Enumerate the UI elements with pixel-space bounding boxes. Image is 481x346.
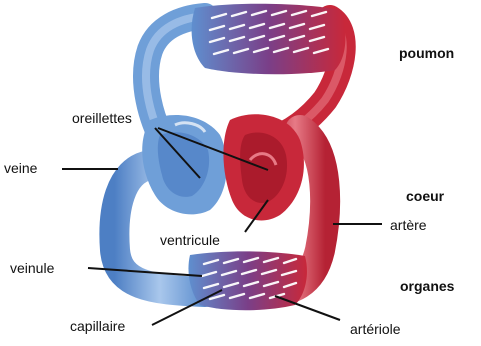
heart-right-side [142,115,227,214]
label-oreillettes: oreillettes [72,110,132,126]
label-poumon: poumon [399,45,454,61]
label-coeur: coeur [406,188,444,204]
lung-capillary-bed [192,4,346,75]
label-veinule: veinule [10,260,54,276]
label-artere: artère [390,217,427,233]
leader-arteriole [275,296,340,320]
label-capillaire: capillaire [70,318,125,334]
label-organes: organes [400,278,454,294]
label-ventricule: ventricule [160,232,220,248]
label-arteriole: artériole [350,321,401,337]
label-veine: veine [4,160,37,176]
